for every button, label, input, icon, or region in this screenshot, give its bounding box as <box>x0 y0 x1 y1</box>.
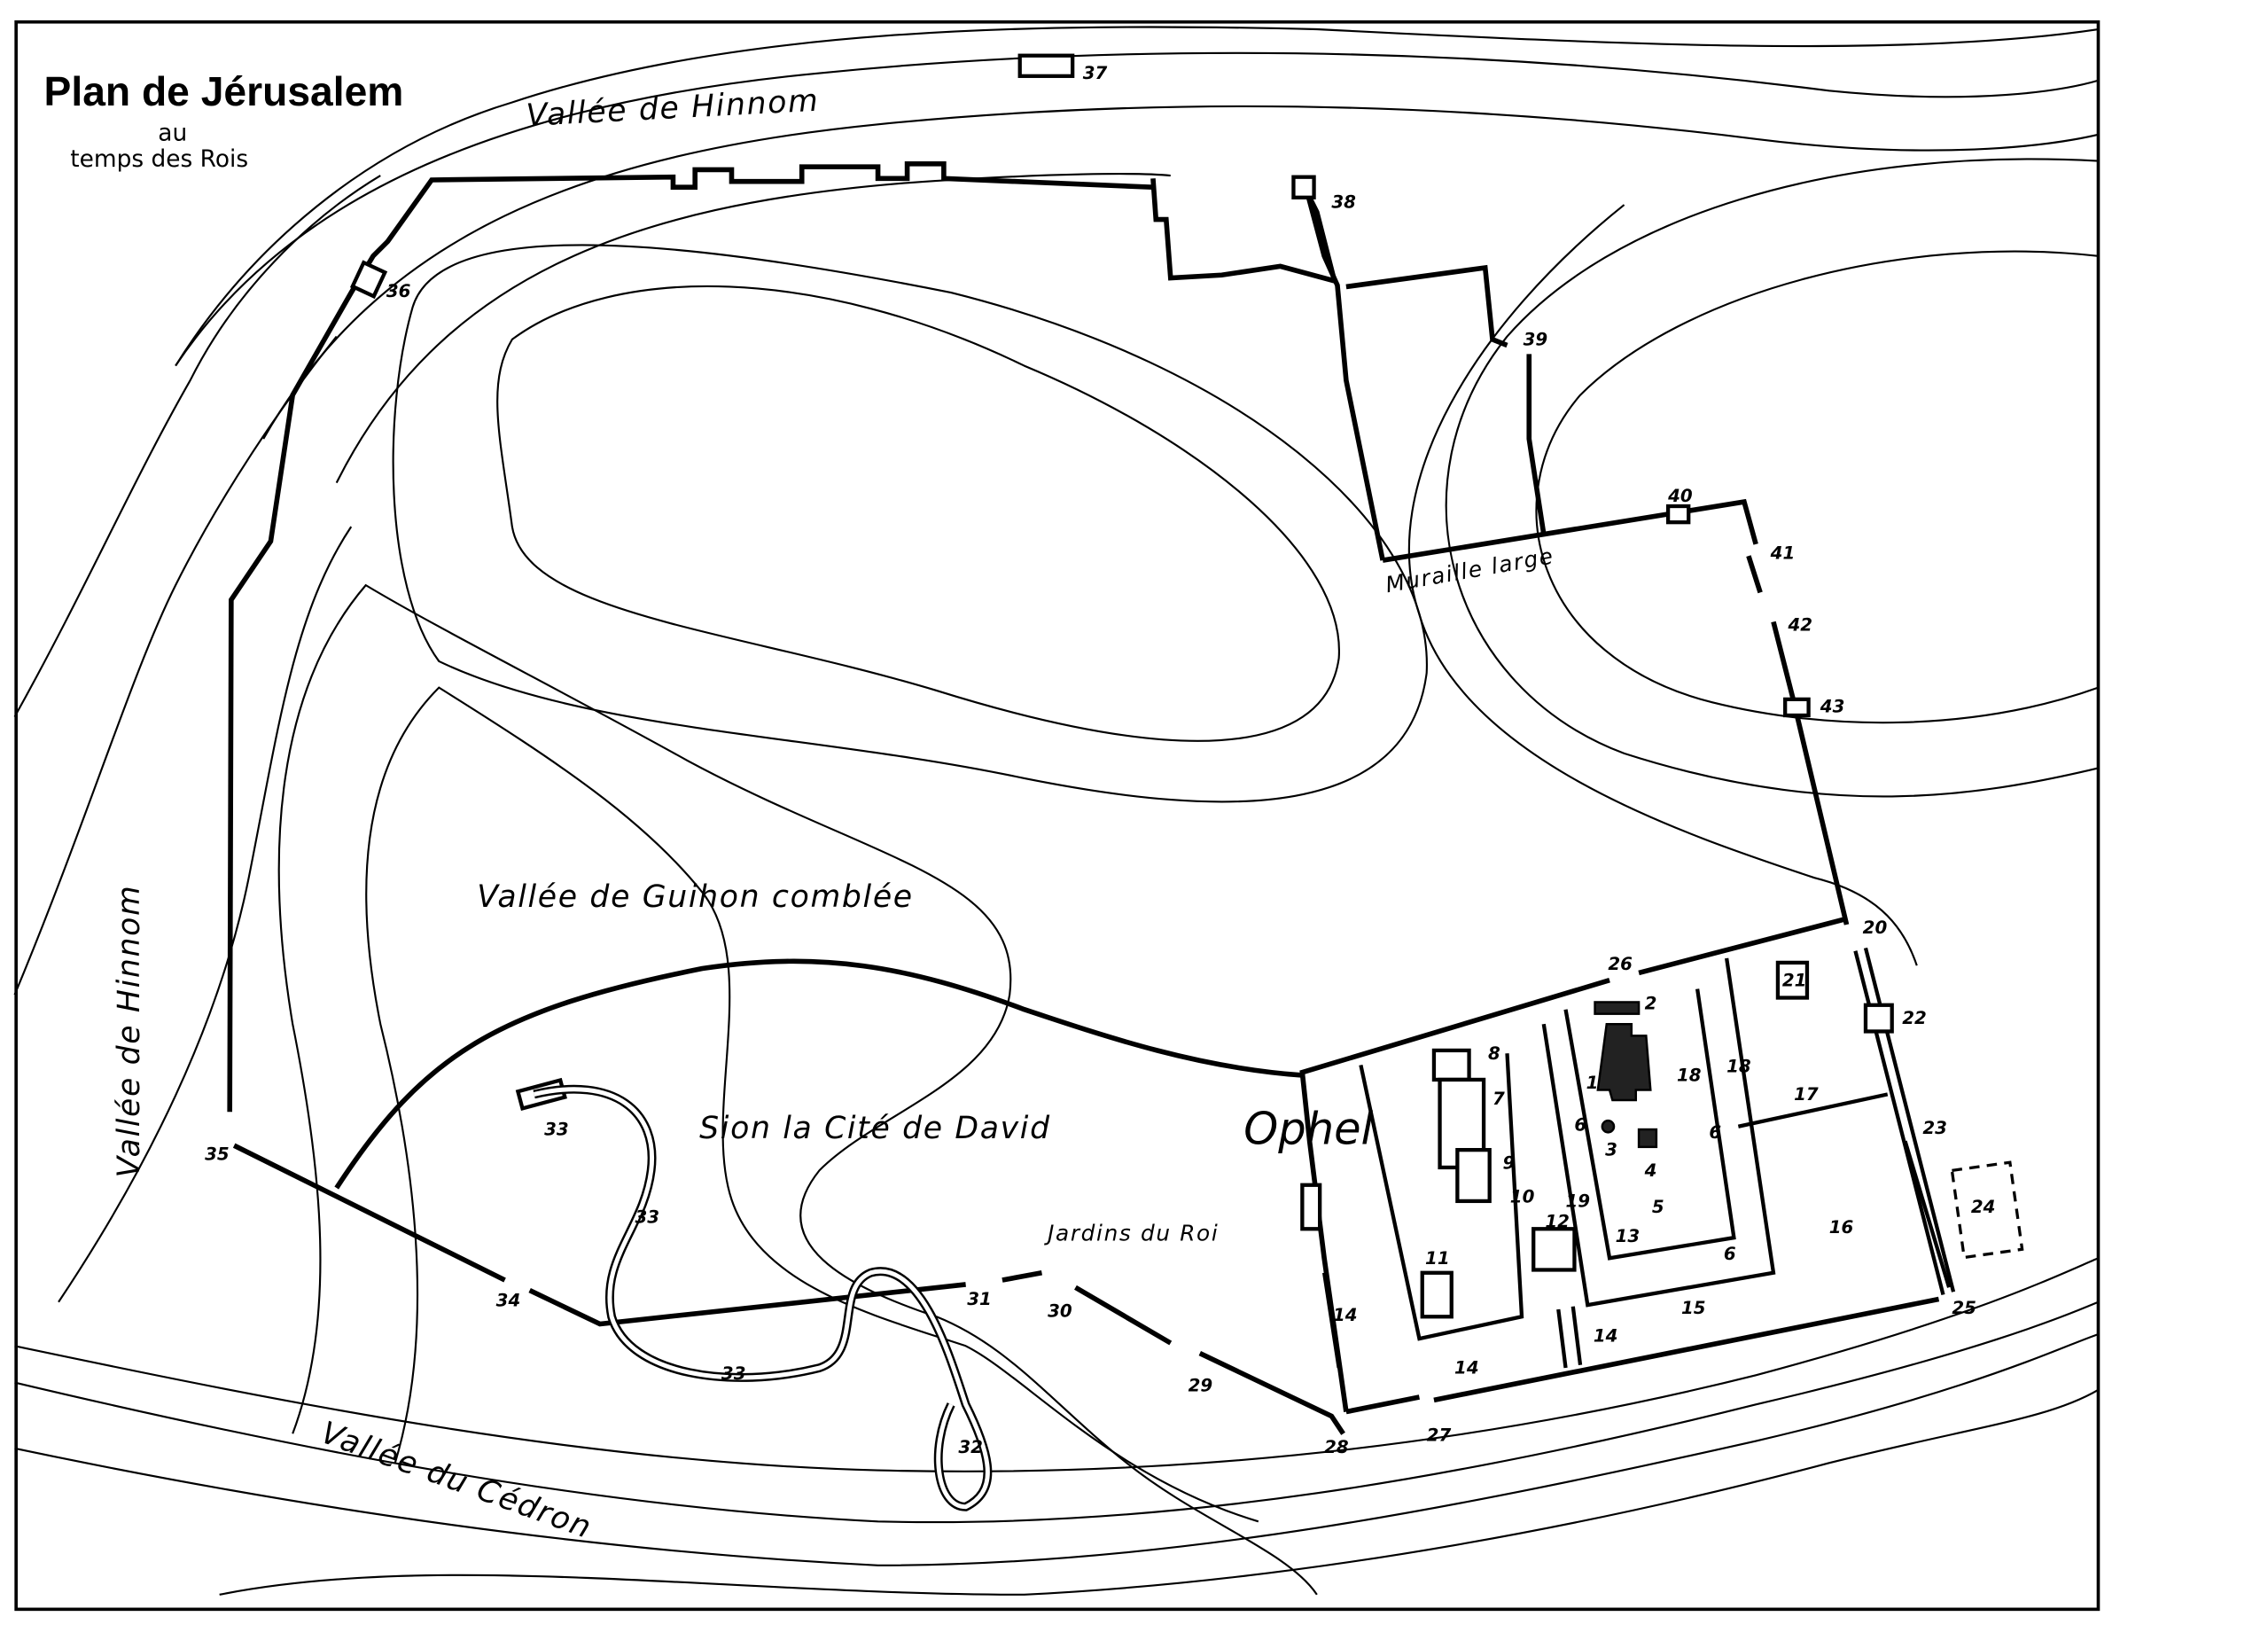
map-number: 36 <box>386 281 411 301</box>
map-number: 41 <box>1770 543 1796 563</box>
map-number: 4 <box>1644 1160 1657 1181</box>
map-number: 40 <box>1667 486 1693 506</box>
map-number: 42 <box>1787 614 1812 635</box>
map-number: 15 <box>1681 1298 1706 1318</box>
map-number: 30 <box>1048 1300 1072 1321</box>
map-number: 20 <box>1863 918 1888 938</box>
label-vallee-hinnom-north: Vallée de Hinnom <box>526 83 821 134</box>
map-subtitle-au: au <box>158 119 187 146</box>
map-number: 34 <box>496 1291 521 1311</box>
map-number: 5 <box>1652 1197 1664 1217</box>
map-number: 6 <box>1724 1244 1736 1264</box>
map-number: 19 <box>1566 1191 1591 1212</box>
label-ophel: Ophel <box>1243 1104 1373 1155</box>
map-number: 9 <box>1503 1153 1516 1174</box>
map-number: 1 <box>1586 1073 1599 1093</box>
map-number: 7 <box>1493 1089 1505 1109</box>
map-number: 33 <box>635 1207 660 1228</box>
map-number: 21 <box>1782 970 1807 990</box>
label-jardins-du-roi: Jardins du Roi <box>1043 1220 1219 1246</box>
map-number: 10 <box>1510 1187 1535 1207</box>
label-vallee-hinnom-west: Vallée de Hinnom <box>112 885 147 1178</box>
map-number: 16 <box>1829 1217 1854 1238</box>
map-number: 2 <box>1645 994 1657 1014</box>
map-number: 27 <box>1427 1425 1452 1446</box>
map-number: 43 <box>1820 697 1845 717</box>
map-number: 18 <box>1726 1057 1751 1077</box>
map-subtitle: temps des Rois <box>70 145 248 173</box>
map-number: 14 <box>1594 1325 1618 1346</box>
map-number: 6 <box>1709 1122 1721 1143</box>
map-number: 28 <box>1324 1437 1349 1457</box>
map-number: 29 <box>1189 1375 1213 1395</box>
map-number: 26 <box>1608 954 1633 974</box>
label-vallee-guihon: Vallée de Guihon comblée <box>477 879 914 915</box>
map-number: 17 <box>1794 1084 1819 1105</box>
map-number: 39 <box>1524 329 1548 349</box>
map-number: 11 <box>1425 1248 1450 1269</box>
map-number: 32 <box>958 1437 983 1457</box>
map-title-block: Plan de Jérusalem au temps des Rois <box>44 68 404 173</box>
city-walls <box>227 53 2024 1511</box>
map-number: 14 <box>1454 1358 1479 1378</box>
map-number: 38 <box>1331 191 1356 212</box>
map-number: 22 <box>1902 1008 1927 1028</box>
map-number: 37 <box>1083 63 1108 83</box>
map-number: 14 <box>1333 1305 1358 1325</box>
map-number: 12 <box>1545 1212 1570 1232</box>
map-number: 33 <box>721 1363 746 1384</box>
contour-lines <box>13 26 2100 1596</box>
map-number: 18 <box>1677 1066 1702 1086</box>
numbered-labels: 1 2 3 4 5 6 6 6 7 8 9 10 11 12 13 14 14 … <box>205 63 1995 1457</box>
map-number: 8 <box>1488 1043 1500 1064</box>
map-number: 25 <box>1952 1298 1976 1318</box>
map-frame <box>14 20 2100 1612</box>
label-vallee-cedron: Vallée du Cédron <box>316 1415 596 1546</box>
map-title: Plan de Jérusalem <box>44 68 404 114</box>
map-number: 3 <box>1605 1140 1617 1160</box>
map-number: 31 <box>967 1289 992 1309</box>
label-sion: Sion la Cité de David <box>699 1111 1051 1146</box>
map-number: 6 <box>1574 1115 1586 1136</box>
map-number: 23 <box>1922 1118 1947 1138</box>
map-number: 35 <box>205 1144 230 1165</box>
map-number: 33 <box>544 1120 569 1140</box>
map-number: 13 <box>1616 1226 1641 1246</box>
map-number: 24 <box>1971 1197 1996 1217</box>
